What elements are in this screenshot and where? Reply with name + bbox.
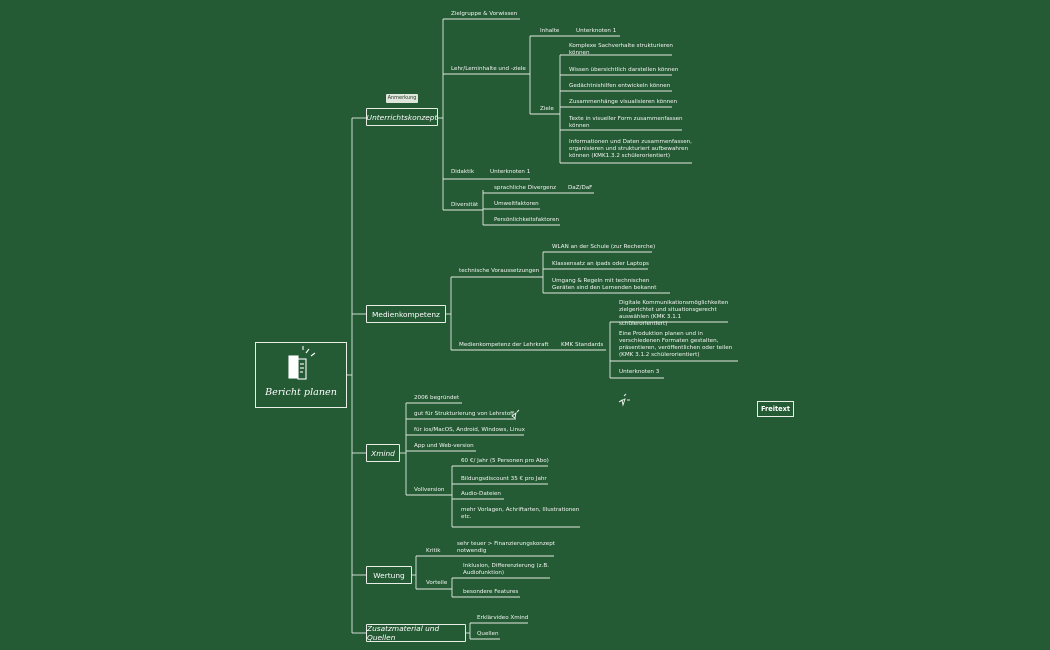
vorteile-item[interactable]: Inklusion, Differenzierung (z.B. Audiofu…: [463, 563, 550, 576]
branch-wertung[interactable]: Wertung: [366, 566, 412, 584]
floating-topic-freitext[interactable]: Freitext: [757, 401, 794, 417]
topic-diversitaet[interactable]: Diversität: [451, 202, 479, 208]
vollversion-item[interactable]: 60 €/ Jahr (5 Personen pro Abo): [461, 458, 549, 464]
anmerkung-tag[interactable]: Anmerkung: [386, 94, 418, 103]
zusatz-item[interactable]: Erklärvideo Xmind: [477, 615, 529, 621]
ziel-item[interactable]: Zusammenhänge visualisieren können: [569, 99, 678, 105]
ziel-item[interactable]: Gedächtnishilfen entwickeln können: [569, 83, 671, 89]
vollversion-item[interactable]: Bildungsdiscount 35 € pro Jahr: [461, 476, 547, 482]
topic-inhalte-unterknoten[interactable]: Unterknoten 1: [576, 28, 617, 34]
topic-inhalte[interactable]: Inhalte: [540, 28, 560, 34]
topic-daz-daf[interactable]: DaZ/DaF: [568, 185, 593, 191]
vorteile-item[interactable]: besondere Features: [463, 589, 519, 595]
topic-zielgruppe[interactable]: Zielgruppe & Vorwissen: [451, 11, 518, 17]
topic-vorteile[interactable]: Vorteile: [426, 580, 448, 586]
branch-medienkompetenz[interactable]: Medienkompetenz: [366, 305, 446, 323]
topic-vollversion[interactable]: Vollversion: [414, 487, 445, 493]
ziel-item[interactable]: Wissen übersichtlich darstellen können: [569, 67, 679, 73]
branch-zusatzmaterial[interactable]: Zusatzmaterial und Quellen: [366, 624, 466, 642]
topic-lerninhalte[interactable]: Lehr/Lerninhalte und -ziele: [451, 66, 526, 72]
report-illustration-icon: [288, 346, 316, 380]
xmind-item[interactable]: App und Web-version: [414, 443, 474, 449]
vollversion-item[interactable]: mehr Vorlagen, Achriftarten, Illustratio…: [461, 507, 580, 520]
tech-item[interactable]: Umgang & Regeln mit technischen Geräten …: [552, 278, 657, 291]
central-topic[interactable]: Bericht planen: [255, 342, 347, 408]
topic-medienkompetenz-lehrkraft[interactable]: Medienkompetenz der Lehrkraft: [459, 342, 549, 348]
tech-item[interactable]: Klassensatz an ipads oder Laptops: [552, 261, 649, 267]
kmk-item[interactable]: Eine Produktion planen und in verschiede…: [619, 331, 733, 358]
kmk-item[interactable]: Digitale Kommunikationsmöglichkeiten zie…: [619, 300, 729, 327]
kritik-item[interactable]: sehr teuer > Finanzierungskonzept notwen…: [457, 541, 555, 554]
central-topic-label: Bericht planen: [265, 387, 337, 398]
topic-technische-voraussetzungen[interactable]: technische Voraussetzungen: [459, 268, 540, 274]
topic-ziele[interactable]: Ziele: [540, 106, 554, 112]
topic-kmk-standards[interactable]: KMK Standards: [561, 342, 604, 348]
topic-umweltfaktoren[interactable]: Umweltfaktoren: [494, 201, 539, 207]
topic-persoenlichkeitsfaktoren[interactable]: Persönlichkeitsfaktoren: [494, 217, 560, 223]
tech-item[interactable]: WLAN an der Schule (zur Recherche): [552, 244, 656, 250]
topic-kritik[interactable]: Kritik: [426, 548, 441, 554]
xmind-item[interactable]: gut für Strukturierung von Lehrstoff: [414, 411, 514, 417]
topic-sprachliche-divergenz[interactable]: sprachliche Divergenz: [494, 185, 557, 191]
kmk-item[interactable]: Unterknoten 3: [619, 369, 660, 375]
xmind-item[interactable]: für ios/MacOS, Android, Windows, Linux: [414, 427, 525, 433]
topic-didaktik-unterknoten[interactable]: Unterknoten 1: [490, 169, 531, 175]
topic-didaktik[interactable]: Didaktik: [451, 169, 475, 175]
branch-unterrichtskonzept[interactable]: Unterrichtskonzept: [366, 108, 438, 126]
zusatz-item[interactable]: Quellen: [477, 631, 499, 637]
vollversion-item[interactable]: Audio-Dateien: [461, 491, 501, 497]
ziel-item[interactable]: Informationen und Daten zusammenfassen, …: [569, 139, 692, 159]
xmind-item[interactable]: 2006 begründet: [414, 395, 460, 401]
branch-xmind[interactable]: Xmind: [366, 444, 400, 462]
sparkle-icon: [511, 393, 630, 419]
ziel-item[interactable]: Texte in visueller Form zusammenfassen k…: [569, 116, 683, 129]
ziel-item[interactable]: Komplexe Sachverhalte strukturieren könn…: [569, 43, 673, 56]
